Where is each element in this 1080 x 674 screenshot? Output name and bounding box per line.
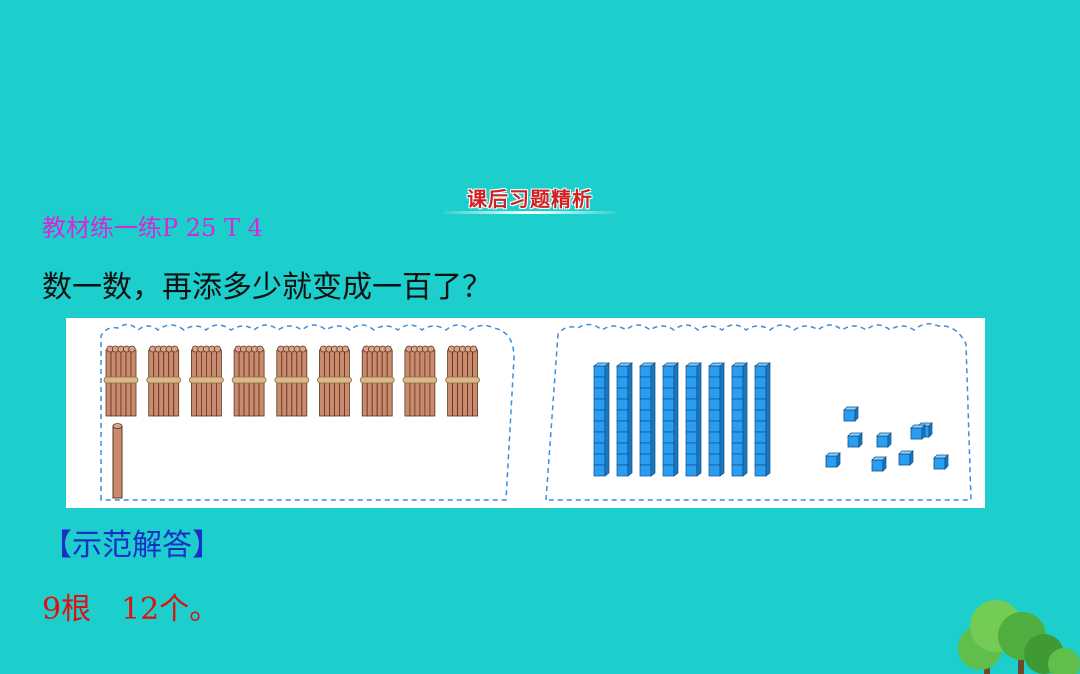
textbook-reference: 教材练一练P 25 T 4 [42, 214, 263, 242]
single-cubes-group [825, 406, 949, 472]
right-panel-border [545, 323, 972, 501]
cube-rod [661, 362, 680, 477]
stick-bundles-group [103, 345, 481, 417]
single-cube [898, 450, 914, 466]
single-cube [847, 432, 863, 448]
single-cube [876, 432, 892, 448]
cube-rod [615, 362, 634, 477]
question-text: 数一数，再添多少就变成一百了？ [42, 270, 492, 305]
single-cube [843, 406, 859, 422]
single-cube [910, 424, 926, 440]
cube-rod [638, 362, 657, 477]
stick-bundle [359, 345, 395, 417]
cube-rod [592, 362, 611, 477]
stick-bundle [103, 345, 139, 417]
single-cube [933, 454, 949, 470]
tree-icon [958, 600, 1080, 674]
single-stick-group [112, 423, 123, 499]
section-banner: 课后习题精析 [444, 180, 616, 214]
solution-heading: 【示范解答】 [42, 528, 222, 563]
stick-bundle [402, 345, 438, 417]
single-cube [871, 456, 887, 472]
stick-bundle [231, 345, 267, 417]
single-cube [825, 452, 841, 468]
cube-rod [753, 362, 772, 477]
left-panel-border [100, 323, 515, 501]
stick-bundle [317, 345, 352, 417]
stick-bundle [445, 345, 481, 417]
cube-rods-group [592, 362, 772, 477]
cube-rod [730, 362, 749, 477]
single-stick [112, 425, 123, 499]
stick-bundle [274, 345, 310, 417]
counting-figure [66, 318, 985, 508]
stick-bundle [146, 345, 182, 417]
counting-illustration [100, 323, 972, 501]
stick-bundle [189, 345, 224, 417]
cube-rod [684, 362, 703, 477]
solution-answer: 9根 12个。 [42, 592, 220, 627]
cube-rod [707, 362, 726, 477]
